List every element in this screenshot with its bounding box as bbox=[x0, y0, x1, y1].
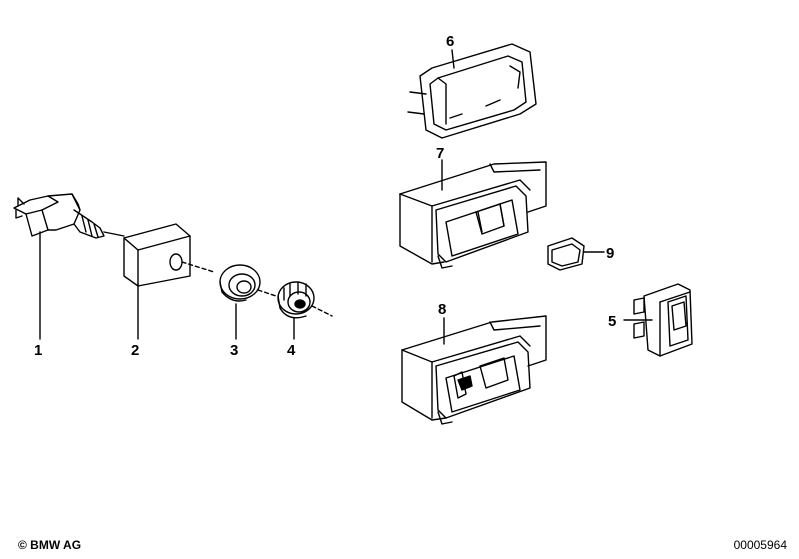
part-3-washer bbox=[219, 264, 277, 340]
part-6-bezel-frame bbox=[407, 43, 537, 139]
callout-6: 6 bbox=[446, 33, 454, 50]
callout-1: 1 bbox=[34, 342, 42, 359]
callout-8: 8 bbox=[438, 301, 446, 318]
callout-3: 3 bbox=[230, 342, 238, 359]
part-4-nut bbox=[277, 281, 333, 340]
callout-5: 5 bbox=[608, 313, 616, 330]
callout-2: 2 bbox=[131, 342, 139, 359]
callout-4: 4 bbox=[287, 342, 296, 359]
callout-9: 9 bbox=[606, 245, 614, 262]
part-1-switch bbox=[13, 193, 125, 340]
document-number: 00005964 bbox=[733, 538, 787, 552]
copyright-label: © BMW AG bbox=[18, 538, 82, 552]
callout-7: 7 bbox=[436, 145, 444, 162]
part-7-switch-housing bbox=[399, 159, 547, 269]
part-9-button bbox=[547, 237, 605, 271]
part-8-switch-housing bbox=[401, 315, 547, 425]
part-2-knob-cap bbox=[123, 223, 215, 340]
part-5-rocker-switch bbox=[623, 283, 693, 357]
